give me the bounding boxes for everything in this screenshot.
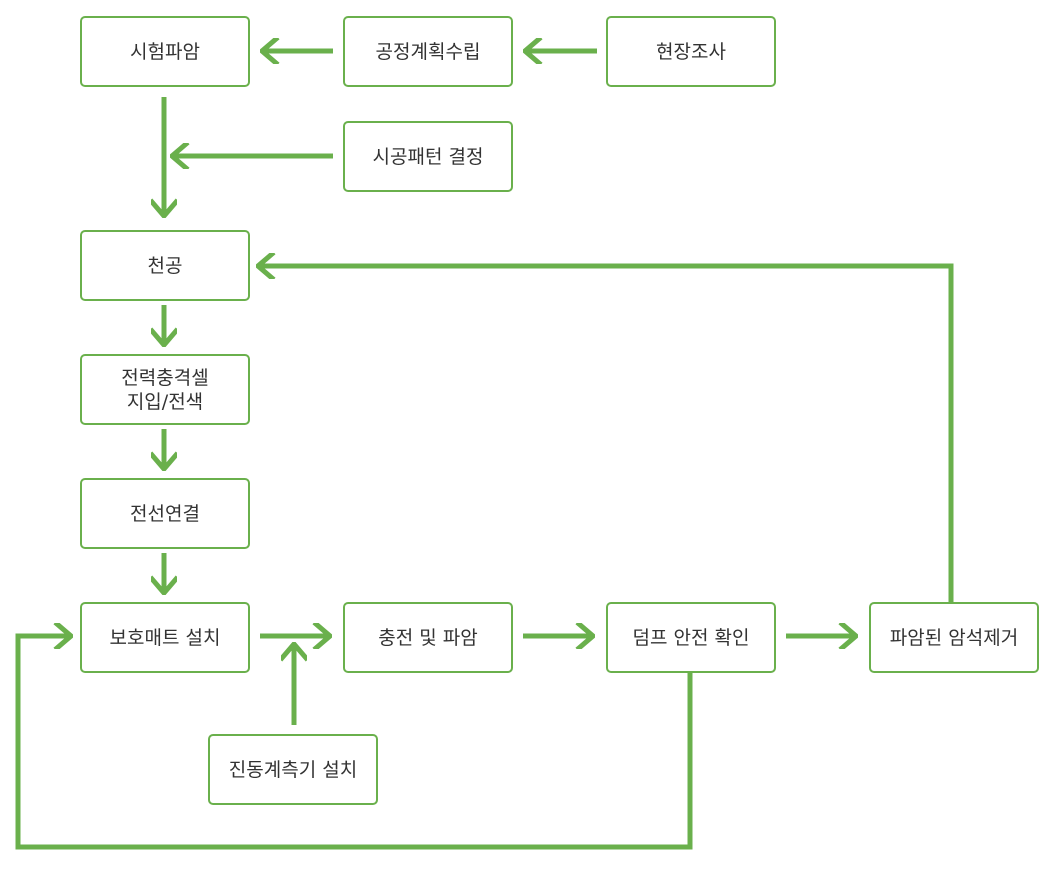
node-test-blast: 시험파암: [80, 16, 250, 87]
node-dump-check: 덤프 안전 확인: [606, 602, 776, 673]
node-protect-mat: 보호매트 설치: [80, 602, 250, 673]
node-drilling: 천공: [80, 230, 250, 301]
node-cell-insert: 전력충격셀 지입/전색: [80, 354, 250, 425]
node-charge-blast: 충전 및 파암: [343, 602, 513, 673]
node-site-survey: 현장조사: [606, 16, 776, 87]
arrow-dump-loop-to-mat: [15, 636, 693, 850]
arrow-removal-loop-to-drilling: [258, 266, 954, 603]
node-pattern-decision: 시공패턴 결정: [343, 121, 513, 192]
node-vibration-meter: 진동계측기 설치: [208, 734, 378, 805]
node-rock-removal: 파암된 암석제거: [869, 602, 1039, 673]
node-wiring: 전선연결: [80, 478, 250, 549]
node-process-plan: 공정계획수립: [343, 16, 513, 87]
